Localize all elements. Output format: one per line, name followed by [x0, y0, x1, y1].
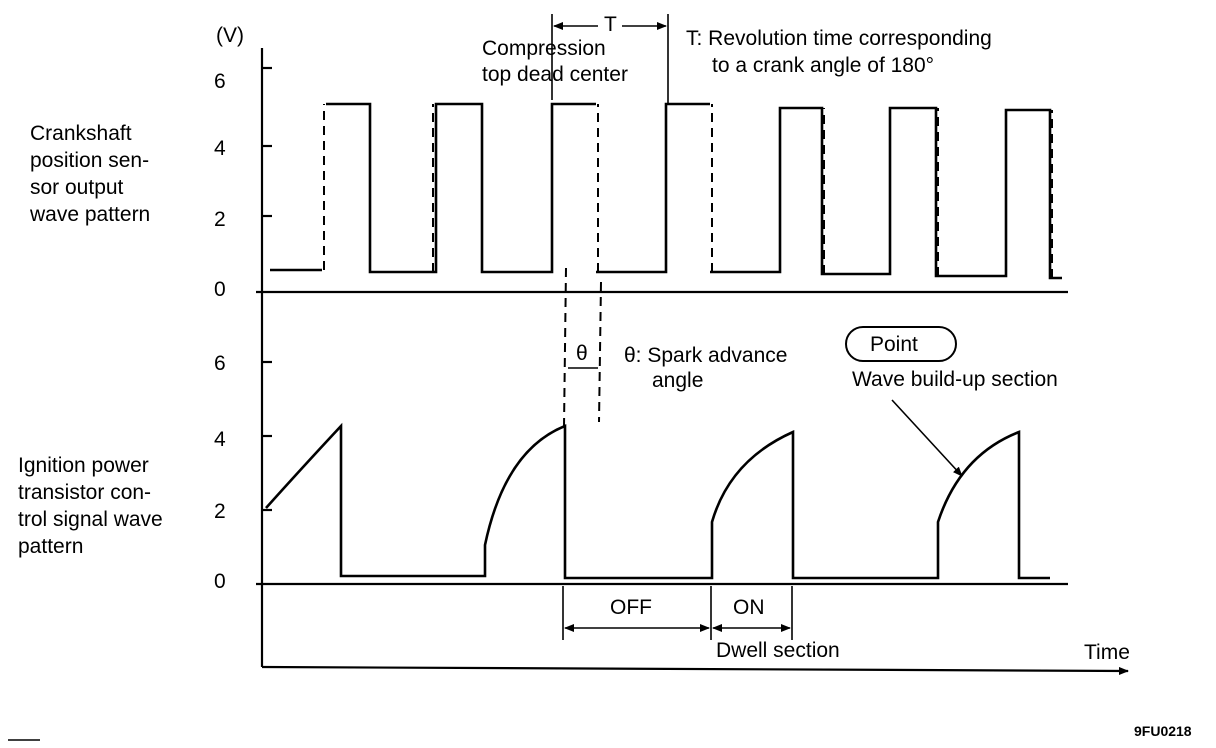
unit-label: (V) [216, 24, 244, 47]
svg-text:position sen-: position sen- [30, 149, 149, 172]
svg-text:to a crank angle of 180°: to a crank angle of 180° [712, 54, 934, 77]
svg-text:T: T [604, 13, 617, 36]
off-label: OFF [610, 596, 652, 619]
top-y-ticks [262, 66, 272, 218]
svg-text:Crankshaft: Crankshaft [30, 122, 132, 145]
compression-tdc-label: Compression top dead center [482, 37, 628, 86]
ignition-wave [265, 422, 1050, 580]
svg-text:top dead center: top dead center [482, 63, 628, 86]
time-axis [261, 665, 1129, 675]
svg-text:sor output: sor output [30, 176, 124, 199]
on-label: ON [733, 596, 765, 619]
bottom-tick-0: 0 [214, 570, 226, 593]
top-tick-6: 6 [214, 70, 226, 93]
svg-text:T: Revolution time correspondi: T: Revolution time corresponding [686, 27, 992, 50]
top-tick-0: 0 [214, 278, 226, 301]
svg-text:pattern: pattern [18, 535, 83, 558]
svg-text:Compression: Compression [482, 37, 606, 60]
svg-text:θ: θ [576, 342, 588, 365]
top-tick-4: 4 [214, 137, 226, 160]
crankshaft-wave [270, 102, 1062, 280]
svg-text:Point: Point [870, 333, 918, 356]
t-marker: T [551, 13, 669, 104]
svg-text:trol signal wave: trol signal wave [18, 508, 163, 531]
t-definition: T: Revolution time corresponding to a cr… [686, 27, 992, 77]
point-pointer [891, 399, 963, 477]
time-label: Time [1084, 641, 1130, 664]
figure-code: 9FU0218 [1134, 723, 1192, 739]
off-on-brackets [562, 586, 793, 640]
svg-text:transistor con-: transistor con- [18, 481, 151, 504]
bottom-tick-4: 4 [214, 428, 226, 451]
svg-text:angle: angle [652, 369, 703, 392]
theta-definition: θ: Spark advance angle [624, 344, 787, 392]
theta-marker: θ [563, 267, 602, 427]
bottom-y-ticks [262, 360, 272, 512]
point-badge: Point [845, 326, 957, 362]
ignition-row-label: Ignition power transistor con- trol sign… [18, 454, 163, 558]
point-note: Wave build-up section [852, 368, 1058, 391]
crankshaft-row-label: Crankshaft position sen- sor output wave… [29, 122, 150, 226]
svg-text:θ: Spark advance: θ: Spark advance [624, 344, 787, 367]
bottom-tick-2: 2 [214, 500, 226, 523]
svg-text:wave pattern: wave pattern [29, 203, 150, 226]
dwell-label: Dwell section [716, 639, 840, 662]
top-tick-2: 2 [214, 208, 226, 231]
svg-text:Ignition power: Ignition power [18, 454, 149, 477]
bottom-tick-6: 6 [214, 352, 226, 375]
